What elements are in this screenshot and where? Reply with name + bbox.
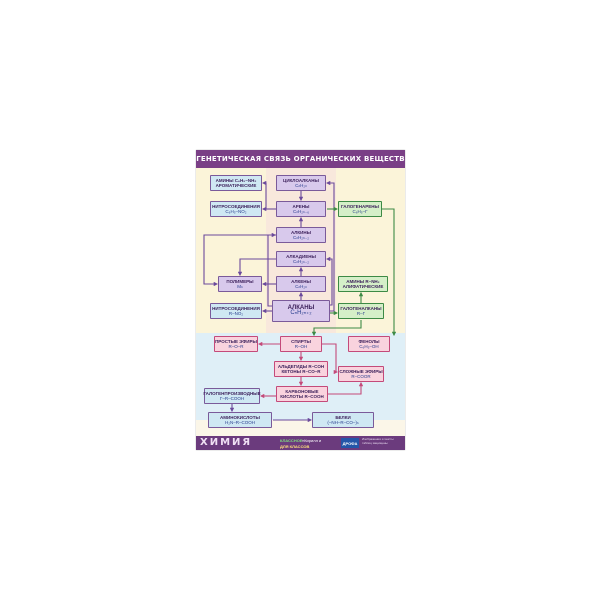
aliphatic-amines-label: АМИНЫ R–NH₂ — [346, 279, 380, 284]
polymers-formula: Mₙ — [237, 284, 243, 289]
box-ethers: ПРОСТЫЕ ЭФИРЫ R–O–R — [214, 336, 258, 352]
alkenes-formula: CₙH₂ₙ — [295, 284, 307, 289]
ethers-formula: R–O–R — [228, 344, 244, 349]
box-esters: СЛОЖНЫЕ ЭФИРЫ R–COOR — [338, 366, 384, 382]
halo-acids-formula: Г–R–COOH — [219, 396, 245, 401]
amino-acids-formula: H₂N–R–COOH — [224, 420, 255, 425]
proteins-label: БЕЛКИ — [335, 415, 351, 420]
box-alkadienes: АЛКАДИЕНЫ CₙH₂ₙ₋₂ — [276, 251, 326, 267]
aliphatic-amines-sub: АЛИФАТИЧЕСКИЕ — [342, 284, 384, 289]
box-haloalkanes: ГАЛОГЕНАЛКАНЫ R–Г — [338, 303, 384, 319]
footer-info: Изображения и тексты таблиц защищены — [362, 437, 394, 445]
alkanes-label: АЛКАНЫ — [287, 305, 315, 311]
box-aromatic-nitro: НИТРОСОЕДИНЕНИЯ C₆H₅–NO₂ — [210, 201, 262, 217]
box-alkynes: АЛКИНЫ CₙH₂ₙ₋₂ — [276, 227, 326, 243]
aliphatic-nitro-label: НИТРОСОЕДИНЕНИЯ — [212, 306, 260, 311]
haloalkanes-formula: R–Г — [356, 311, 366, 316]
alkadienes-label: АЛКАДИЕНЫ — [286, 254, 316, 259]
ketones-label: КЕТОНЫ R–CO–R — [281, 369, 321, 374]
phenols-label: ФЕНОЛЫ — [358, 339, 380, 344]
box-aliphatic-nitro: НИТРОСОЕДИНЕНИЯ R–NO₂ — [210, 303, 262, 319]
haloarenes-label: ГАЛОГЕНАРЕНЫ — [341, 204, 379, 209]
box-carboxylic-acids: КАРБОНОВЫЕ КИСЛОТЫ R–COOH — [276, 386, 328, 402]
box-alkanes: АЛКАНЫ CₙH₂ₙ₊₂ — [272, 300, 330, 322]
footer-brand: ХИМИЯ — [200, 437, 253, 448]
haloalkanes-label: ГАЛОГЕНАЛКАНЫ — [340, 306, 382, 311]
footer-publisher-3: ДЛЯ КЛАССОВ — [280, 444, 310, 449]
box-aliphatic-amines: АМИНЫ R–NH₂ АЛИФАТИЧЕСКИЕ — [338, 276, 388, 292]
aliphatic-nitro-formula: R–NO₂ — [228, 311, 244, 316]
alkadienes-formula: CₙH₂ₙ₋₂ — [293, 259, 309, 264]
alcohols-formula: R–OH — [294, 344, 308, 349]
carboxylic-sub: КИСЛОТЫ R–COOH — [280, 394, 324, 399]
chemistry-poster: ГЕНЕТИЧЕСКАЯ СВЯЗЬ ОРГАНИЧЕСКИХ ВЕЩЕСТВ … — [196, 150, 405, 450]
aromatic-nitro-label: НИТРОСОЕДИНЕНИЯ — [212, 204, 260, 209]
halo-acids-label: ГАЛОГЕНПРОИЗВОДНЫЕ — [203, 391, 261, 396]
phenols-formula: C₆H₅–OH — [359, 344, 379, 349]
esters-formula: R–COOR — [351, 374, 371, 379]
box-polymers: ПОЛИМЕРЫ Mₙ — [218, 276, 262, 292]
box-arenes: АРЕНЫ CₙH₂ₙ₋₆ — [276, 201, 326, 217]
proteins-formula: (–NH–R–CO–)ₙ — [327, 420, 359, 425]
box-proteins: БЕЛКИ (–NH–R–CO–)ₙ — [312, 412, 374, 428]
alkynes-formula: CₙH₂ₙ₋₂ — [293, 235, 309, 240]
box-alcohols: СПИРТЫ R–OH — [280, 336, 322, 352]
cycloalkanes-label: ЦИКЛОАЛКАНЫ — [283, 178, 319, 183]
arenes-label: АРЕНЫ — [292, 204, 310, 209]
publisher-logo: ДРОФА — [341, 438, 359, 448]
poster-title: ГЕНЕТИЧЕСКАЯ СВЯЗЬ ОРГАНИЧЕСКИХ ВЕЩЕСТВ — [196, 150, 405, 168]
haloarenes-formula: C₆H₅–Г — [352, 209, 368, 214]
box-alkenes: АЛКЕНЫ CₙH₂ₙ — [276, 276, 326, 292]
aromatic-amines-label: АМИНЫ C₆H₅–NH₂ — [215, 178, 257, 183]
esters-label: СЛОЖНЫЕ ЭФИРЫ — [339, 369, 383, 374]
box-cycloalkanes: ЦИКЛОАЛКАНЫ CₙH₂ₙ — [276, 175, 326, 191]
footer-publisher-2: «Кирилл и — [302, 438, 322, 443]
box-aldehydes-ketones: АЛЬДЕГИДЫ R–COH КЕТОНЫ R–CO–R — [274, 361, 328, 377]
carboxylic-label: КАРБОНОВЫЕ — [285, 389, 319, 394]
box-aromatic-amines: АМИНЫ C₆H₅–NH₂ АРОМАТИЧЕСКИЕ — [210, 175, 262, 191]
alcohols-label: СПИРТЫ — [291, 339, 311, 344]
box-phenols: ФЕНОЛЫ C₆H₅–OH — [348, 336, 390, 352]
box-amino-acids: АМИНОКИСЛОТЫ H₂N–R–COOH — [208, 412, 272, 428]
alkenes-label: АЛКЕНЫ — [291, 279, 311, 284]
aromatic-nitro-formula: C₆H₅–NO₂ — [225, 209, 247, 214]
footer-publisher-1: КЛАССНОЕ — [280, 438, 303, 443]
aldehydes-label: АЛЬДЕГИДЫ R–COH — [277, 364, 325, 369]
ethers-label: ПРОСТЫЕ ЭФИРЫ — [215, 339, 257, 344]
amino-acids-label: АМИНОКИСЛОТЫ — [220, 415, 260, 420]
aromatic-amines-sub: АРОМАТИЧЕСКИЕ — [215, 183, 257, 188]
arenes-formula: CₙH₂ₙ₋₆ — [292, 209, 310, 214]
alkynes-label: АЛКИНЫ — [290, 230, 312, 235]
box-haloarenes: ГАЛОГЕНАРЕНЫ C₆H₅–Г — [338, 201, 382, 217]
box-halo-acids: ГАЛОГЕНПРОИЗВОДНЫЕ Г–R–COOH — [203, 388, 261, 404]
alkanes-formula: CₙH₂ₙ₊₂ — [290, 310, 312, 316]
cycloalkanes-formula: CₙH₂ₙ — [295, 183, 307, 188]
